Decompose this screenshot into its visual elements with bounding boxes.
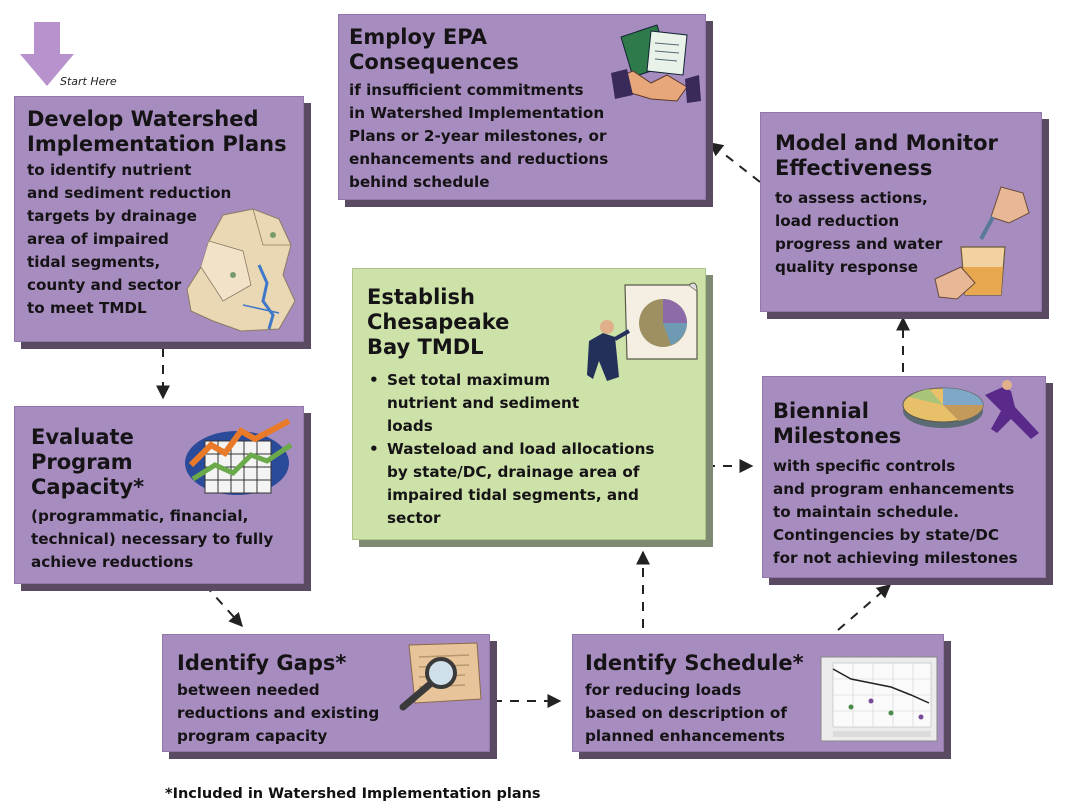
handshake-documents-icon bbox=[611, 24, 701, 103]
employ-title: Employ EPA Consequences bbox=[349, 25, 519, 74]
identify-schedule-box: Identify Schedule* for reducing loads ba… bbox=[572, 634, 944, 752]
bullet-total-maximum: Set total maximum nutrient and sediment … bbox=[367, 369, 654, 438]
evaluate-capacity-box: Evaluate Program Capacity* (programmatic… bbox=[14, 406, 304, 584]
model-title: Model and Monitor Effectiveness bbox=[775, 131, 998, 180]
evaluate-title: Evaluate Program Capacity* bbox=[31, 425, 145, 499]
model-monitor-box: Model and Monitor Effectiveness to asses… bbox=[760, 112, 1042, 312]
pie-chart-runner-icon bbox=[902, 380, 1039, 439]
footnote: *Included in Watershed Implementation pl… bbox=[165, 786, 541, 802]
identify-gaps-box: Identify Gaps* between needed reductions… bbox=[162, 634, 490, 752]
develop-title: Develop Watershed Implementation Plans bbox=[27, 107, 287, 156]
watershed-map-icon bbox=[186, 208, 296, 332]
biennial-milestones-box: Biennial Milestones with specific contro… bbox=[762, 376, 1046, 578]
arrow-evaluate-to-gaps bbox=[204, 584, 243, 628]
develop-plans-box: Develop Watershed Implementation Plans t… bbox=[14, 96, 304, 342]
start-arrow-icon bbox=[20, 22, 74, 86]
gaps-title: Identify Gaps* bbox=[177, 651, 347, 675]
arrow-schedule-to-biennial bbox=[837, 584, 892, 631]
bullet-wasteload: Wasteload and load allocations by state/… bbox=[367, 438, 654, 530]
establish-tmdl-box: Establish Chesapeake Bay TMDL Set total … bbox=[352, 268, 706, 540]
schedule-title: Identify Schedule* bbox=[585, 651, 804, 675]
lab-beaker-icon bbox=[934, 186, 1030, 300]
schedule-body: for reducing loads based on description … bbox=[585, 681, 787, 745]
start-label: Start Here bbox=[60, 75, 117, 88]
arrow-model-to-employ bbox=[708, 142, 761, 183]
biennial-body: with specific controls and program enhan… bbox=[773, 457, 1018, 567]
gaps-body: between needed reductions and existing p… bbox=[177, 681, 380, 745]
employ-consequences-box: Employ EPA Consequences if insufficient … bbox=[338, 14, 706, 200]
establish-bullets: Set total maximum nutrient and sediment … bbox=[367, 369, 654, 530]
line-chart-grid-icon bbox=[185, 418, 293, 495]
evaluate-body: (programmatic, financial, technical) nec… bbox=[31, 507, 274, 571]
employ-body: if insufficient commitments in Watershed… bbox=[349, 81, 609, 191]
presentation-pie-chart-icon bbox=[587, 282, 698, 381]
model-body: to assess actions, load reduction progre… bbox=[775, 189, 943, 276]
magnifying-glass-icon bbox=[399, 642, 482, 711]
biennial-title: Biennial Milestones bbox=[773, 399, 902, 448]
develop-body: to identify nutrient and sediment reduct… bbox=[27, 161, 232, 317]
schedule-line-chart-icon bbox=[820, 656, 938, 742]
establish-title: Establish Chesapeake Bay TMDL bbox=[367, 285, 510, 359]
